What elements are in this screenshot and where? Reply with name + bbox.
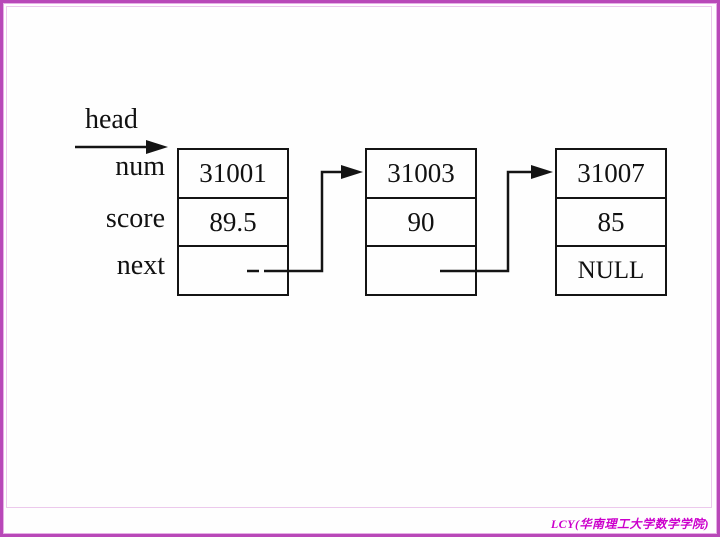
list-node-2: 31003 90 [365,148,477,296]
head-pointer-label: head [85,104,138,135]
footer-credit: LCY(华南理工大学数学学院) [550,517,709,531]
node3-score-cell: 85 [557,199,665,248]
field-label-num: num [115,151,165,182]
list-node-3: 31007 85 NULL [555,148,667,296]
node3-next-cell: NULL [577,257,645,285]
node1-next-cell [179,247,287,294]
node1-score-cell: 89.5 [179,199,287,248]
node2-next-cell [367,247,475,294]
field-label-next: next [116,250,165,281]
node2-num-cell: 31003 [367,150,475,199]
field-label-score: score [105,203,165,234]
top-edge-accent [455,0,560,3]
node3-num-cell: 31007 [557,150,665,199]
list-node-1: 31001 89.5 [177,148,289,296]
node1-num-cell: 31001 [179,150,287,199]
node2-score-cell: 90 [367,199,475,248]
